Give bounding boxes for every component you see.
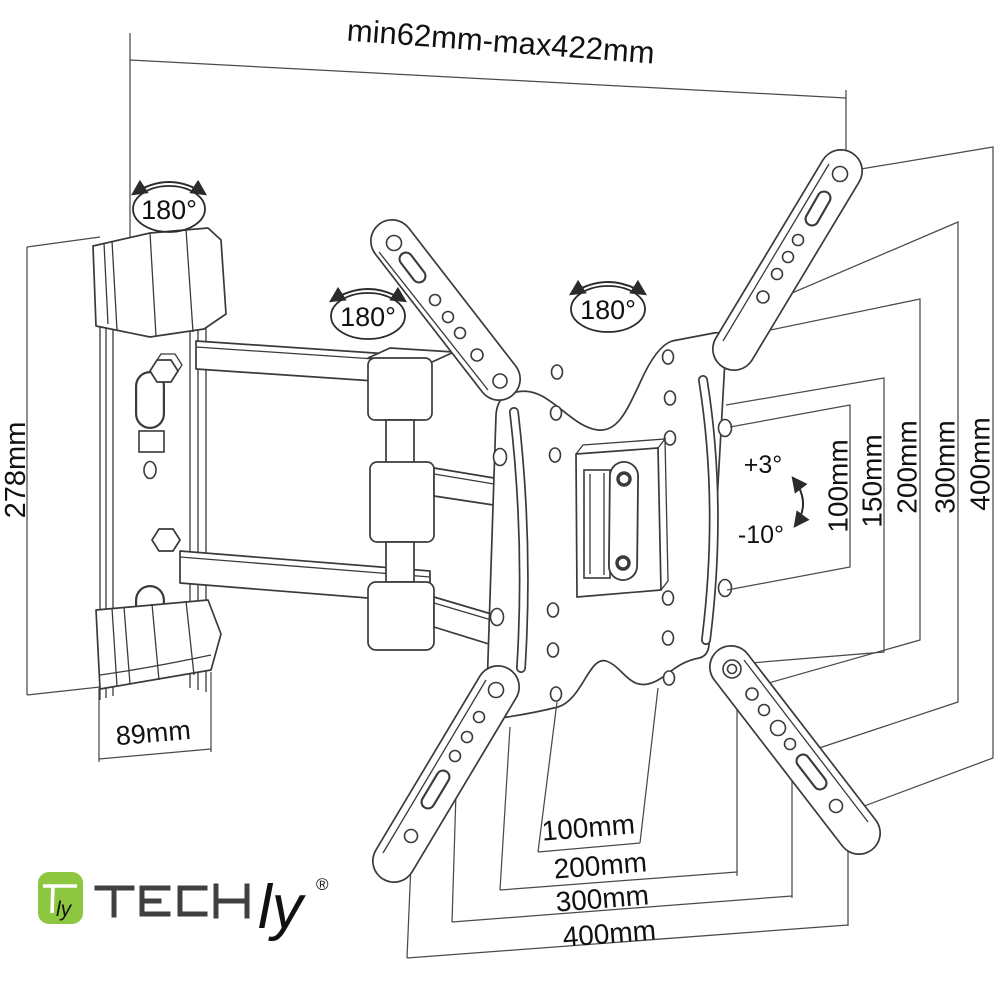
bolt-lower xyxy=(151,528,181,552)
tick-top xyxy=(26,236,101,248)
wall-plate-rect-hole xyxy=(138,430,165,453)
bolt-upper xyxy=(149,359,179,383)
center-bracket-strap-inner xyxy=(609,462,638,580)
dimension-wall-bracket-depth: 89mm xyxy=(98,672,212,762)
hinge-bottom-block xyxy=(367,581,435,651)
vesa-vertical-100: 100mm xyxy=(823,439,854,532)
registered-trademark-icon: ® xyxy=(316,875,329,894)
adapter-arm-top-left xyxy=(370,219,521,401)
adapter-arm-top-right xyxy=(712,149,863,371)
rotation-angle-label: 180° xyxy=(141,195,197,225)
arm-pivot-hole-inner xyxy=(726,663,738,675)
plate-hole-column-right xyxy=(661,349,677,686)
arm-hole-end xyxy=(831,165,849,183)
arm-pivot-hole xyxy=(492,373,508,389)
plate-center-bracket xyxy=(575,438,669,598)
bottom-cap-facets xyxy=(99,600,212,687)
wall-bracket-bottom-cap xyxy=(95,599,222,690)
plate-curved-slot-left-inner xyxy=(510,408,528,672)
tilt-arrow-icon xyxy=(791,476,810,528)
arm-slot-inner xyxy=(806,192,830,225)
plate-curved-slot-right-inner xyxy=(699,376,718,644)
plate-edge-holes xyxy=(489,418,733,627)
arm-slot-inner xyxy=(797,755,826,789)
vesa-horizontal-400: 400mm xyxy=(561,914,657,952)
vesa-horizontal-300: 300mm xyxy=(554,879,650,917)
top-cap-facets xyxy=(103,228,194,337)
dimension-vesa-vertical-group: 100mm 150mm 200mm 300mm 400mm xyxy=(713,146,996,926)
arm-slot-inner xyxy=(400,253,425,282)
arm-hole-end xyxy=(385,234,403,252)
logo-monogram-script: ly xyxy=(56,898,73,921)
rotation-angle-label: 180° xyxy=(340,302,396,332)
wall-plate-height-label: 278mm xyxy=(0,422,32,519)
vesa-horizontal-100: 100mm xyxy=(540,808,636,846)
rotation-arrow-icon xyxy=(568,279,648,296)
extension-range-label: min62mm-max422mm xyxy=(346,13,656,71)
bolt-upper-head xyxy=(156,353,183,372)
frame-150 xyxy=(713,377,885,667)
wall-plate-oval-hole xyxy=(143,460,157,480)
arm-edge-3d xyxy=(722,163,830,342)
strap-screw-bottom xyxy=(615,555,631,571)
bracket-100 xyxy=(537,687,659,853)
center-bracket-channel xyxy=(583,469,611,579)
tilt-up-label: +3° xyxy=(744,451,783,479)
adapter-arm-bottom-right xyxy=(709,645,881,855)
wall-bracket-top-cap xyxy=(92,227,227,338)
bracket-200 xyxy=(499,726,738,891)
plate-hole-column-left xyxy=(546,364,564,702)
arm2-top-bar-edge xyxy=(433,473,501,486)
logo-wordmark-tech xyxy=(94,883,250,919)
rotation-indicator-wall: 180° xyxy=(131,179,207,233)
dimension-line xyxy=(129,59,847,99)
techly-logo: ly ly ® xyxy=(38,872,329,942)
strap-screw-top xyxy=(616,471,632,487)
tilt-down-label: -10° xyxy=(738,521,784,549)
arm-edge-3d xyxy=(382,679,487,854)
wall-bracket-depth-label: 89mm xyxy=(115,715,192,751)
dimension-extension-range: min62mm-max422mm xyxy=(129,13,847,240)
frame-300 xyxy=(756,221,959,898)
arm-edge-3d xyxy=(378,251,489,391)
rotation-indicator-mid: 180° xyxy=(328,286,408,340)
frame-200 xyxy=(726,298,921,876)
dimension-wall-plate-height: 278mm xyxy=(0,236,101,696)
rotation-arrow-icon xyxy=(131,179,207,196)
articulating-arm-assembly xyxy=(179,340,506,651)
center-bracket-channel-lines xyxy=(589,473,605,575)
rotation-arrow-icon xyxy=(328,286,408,303)
vesa-plate xyxy=(485,331,733,721)
arm-edge-3d xyxy=(743,659,869,823)
hinge-neck-lower xyxy=(385,541,415,583)
logo-wordmark-script: ly xyxy=(258,873,307,942)
rotation-indicator-plate: 180° xyxy=(568,279,648,333)
wall-plate-body xyxy=(99,235,207,700)
tick-bottom xyxy=(26,686,101,696)
hinge-neck-upper xyxy=(385,419,415,465)
dimension-line xyxy=(98,748,212,760)
vesa-vertical-150: 150mm xyxy=(857,434,888,527)
frame-100 xyxy=(726,404,851,591)
arm-hole-end xyxy=(487,681,505,699)
dimension-vesa-horizontal-group: 100mm 200mm 300mm 400mm xyxy=(406,687,849,959)
vesa-vertical-400: 400mm xyxy=(965,417,996,510)
adapter-arm-bottom-left xyxy=(372,665,520,883)
arm-slot-inner xyxy=(422,771,449,808)
center-bracket-faces xyxy=(575,438,669,591)
hinge-top-block xyxy=(367,357,433,421)
vesa-vertical-300: 300mm xyxy=(930,420,961,513)
hinge-mid-block xyxy=(369,461,435,543)
arm2-top-bar xyxy=(433,467,501,507)
wall-bracket xyxy=(92,227,227,700)
vesa-horizontal-200: 200mm xyxy=(552,846,648,884)
tilt-indicator: +3° -10° xyxy=(738,451,810,549)
rotation-angle-label: 180° xyxy=(580,295,636,325)
logo-monogram-t-stem xyxy=(50,885,55,914)
vesa-vertical-200: 200mm xyxy=(892,420,923,513)
